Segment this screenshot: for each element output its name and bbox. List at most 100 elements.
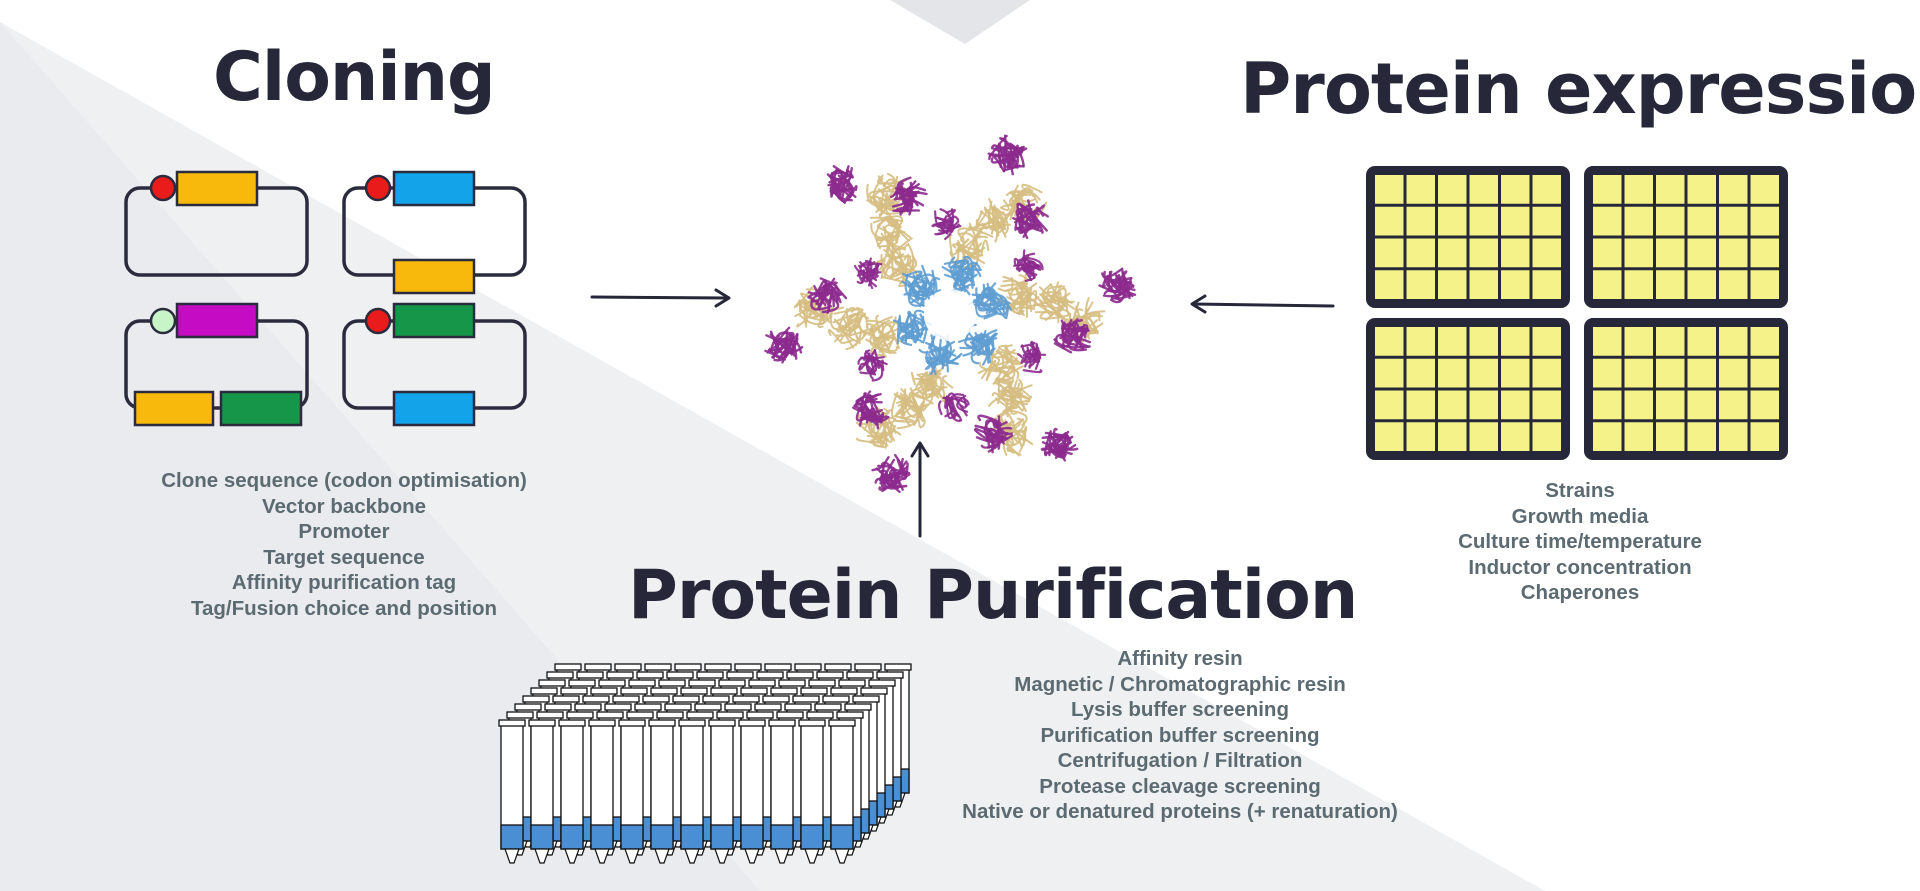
well-plate-icon (1366, 166, 1788, 460)
list-item: Protease cleavage screening (1039, 774, 1321, 798)
plate-well (1687, 327, 1716, 356)
cloning-title: Cloning (213, 38, 496, 117)
plate-well (1469, 358, 1498, 388)
list-item: Purification buffer screening (1040, 723, 1320, 747)
plate-well (1501, 206, 1530, 236)
list-item: Chaperones (1520, 581, 1640, 604)
promoter-dot-red (364, 307, 392, 335)
plate-well (1593, 238, 1622, 268)
list-item: Lysis buffer screening (1071, 698, 1289, 721)
plate-well (1719, 175, 1748, 204)
plate-well (1406, 327, 1435, 356)
list-item: Affinity resin (1117, 647, 1243, 670)
plate-well (1687, 358, 1716, 388)
plate-well (1656, 270, 1685, 299)
plate-well (1750, 270, 1779, 299)
plasmid-icon (124, 170, 527, 427)
plate-well (1375, 327, 1404, 356)
plate-well (1438, 422, 1467, 451)
plate-well (1438, 358, 1467, 388)
list-item: Promoter (298, 520, 390, 543)
list-item: Tag/Fusion choice and position (191, 596, 497, 620)
list-item: Culture time/temperature (1458, 530, 1702, 553)
plate-well (1624, 422, 1653, 451)
plate-well (1438, 327, 1467, 356)
plate-well (1750, 390, 1779, 420)
plate-well (1469, 238, 1498, 268)
plate-well (1501, 175, 1530, 204)
plate-well (1501, 358, 1530, 388)
plate-well (1593, 206, 1622, 236)
plate-well (1406, 358, 1435, 388)
plate-well (1593, 270, 1622, 299)
plate-well (1593, 358, 1622, 388)
purification-column (528, 719, 556, 864)
protein-tan-domains (793, 172, 1106, 457)
plate-well (1375, 238, 1404, 268)
plate-well (1469, 175, 1498, 204)
plate-well (1406, 238, 1435, 268)
purification-column (498, 719, 526, 864)
plate-well (1532, 358, 1561, 388)
list-item: Centrifugation / Filtration (1057, 749, 1303, 772)
plate-well (1593, 327, 1622, 356)
plate-well (1438, 390, 1467, 420)
plate-well (1656, 422, 1685, 451)
expression-list: Strains Growth media Culture time/temper… (1410, 478, 1750, 606)
plate-well (1750, 175, 1779, 204)
plate-well (1719, 327, 1748, 356)
plate-well (1687, 270, 1716, 299)
plate-well (1438, 206, 1467, 236)
plate-well (1750, 238, 1779, 268)
plate-well (1501, 270, 1530, 299)
purification-column (558, 719, 586, 864)
well-plate (1584, 318, 1788, 460)
plate-well (1624, 175, 1653, 204)
plate-well (1375, 358, 1404, 388)
protein-purple-domains (764, 134, 1137, 493)
plasmid-3 (124, 302, 309, 427)
plate-well (1469, 390, 1498, 420)
purification-column (588, 719, 616, 864)
purification-column (828, 719, 856, 864)
plate-well (1469, 270, 1498, 299)
promoter-dot-red (149, 174, 177, 202)
protein-blue-core (892, 255, 1012, 376)
gene-block-blue (392, 390, 476, 427)
plate-well (1469, 422, 1498, 451)
well-plate (1366, 166, 1570, 308)
plate-well (1406, 175, 1435, 204)
plate-well (1375, 270, 1404, 299)
purification-column (678, 719, 706, 864)
plate-well (1750, 422, 1779, 451)
plate-well (1687, 422, 1716, 451)
protein-expression-title: Protein expression (1240, 48, 1920, 130)
plate-well (1469, 206, 1498, 236)
gene-block-orange (133, 390, 215, 427)
plate-well (1532, 422, 1561, 451)
list-item: Native or denatured proteins (+ renatura… (962, 800, 1398, 823)
plate-well (1687, 175, 1716, 204)
plate-well (1501, 422, 1530, 451)
list-item: Vector backbone (261, 494, 427, 518)
plasmid-4 (342, 302, 527, 427)
plate-well (1438, 175, 1467, 204)
plate-well (1750, 358, 1779, 388)
plate-well (1719, 422, 1748, 451)
plate-well (1501, 327, 1530, 356)
gene-block-orange (392, 258, 476, 295)
plate-well (1750, 206, 1779, 236)
plate-well (1656, 175, 1685, 204)
protein-complex-structure (764, 134, 1137, 493)
plasmid-1 (124, 170, 309, 277)
list-item: Magnetic / Chromatographic resin (1014, 672, 1346, 696)
plate-well (1375, 390, 1404, 420)
plate-well (1532, 175, 1561, 204)
well-plate (1366, 318, 1570, 460)
gene-block-magenta (175, 302, 259, 339)
plate-well (1406, 422, 1435, 451)
plate-well (1406, 206, 1435, 236)
well-plate (1584, 166, 1788, 308)
plate-well (1719, 270, 1748, 299)
list-item: Target sequence (263, 545, 425, 569)
